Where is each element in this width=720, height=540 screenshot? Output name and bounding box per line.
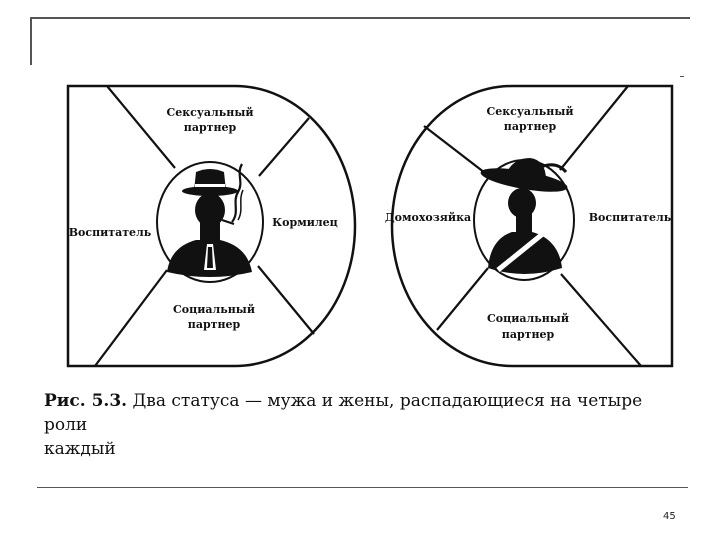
wife-right-role: Воспитатель	[589, 211, 672, 224]
husband-top-role-line2: партнер	[184, 121, 237, 134]
status-roles-diagram: Сексуальный партнер Воспитатель Кормилец…	[66, 84, 674, 368]
footer-divider	[37, 487, 688, 488]
figure-caption-text-line1: Два статуса — мужа и жены, распадающиеся…	[44, 391, 643, 435]
wife-silhouette-icon	[480, 158, 568, 274]
wife-status-figure: Сексуальный партнер Домохозяйка Воспитат…	[385, 84, 674, 368]
wife-divider-top-right	[559, 85, 629, 171]
husband-left-role: Воспитатель	[69, 226, 152, 239]
husband-divider-bottom-left	[94, 269, 168, 367]
slide-frame-tick	[680, 76, 684, 77]
wife-bottom-role-line1: Социальный	[487, 312, 569, 325]
husband-divider-bottom-right	[257, 265, 315, 335]
slide-frame-top-line	[30, 17, 690, 19]
wife-divider-top-left	[423, 125, 490, 177]
wife-bottom-role-line2: партнер	[502, 328, 555, 341]
husband-status-figure: Сексуальный партнер Воспитатель Кормилец…	[66, 84, 357, 368]
figure-caption: Рис. 5.3. Два статуса — мужа и жены, рас…	[44, 389, 684, 461]
husband-silhouette-icon	[167, 163, 252, 277]
figure-caption-text-line2: каждый	[44, 439, 116, 459]
figure-caption-label: Рис. 5.3.	[44, 391, 128, 411]
husband-divider-top-left	[106, 85, 176, 169]
husband-right-role: Кормилец	[272, 216, 338, 229]
page-number: 45	[663, 511, 676, 522]
husband-outer-shape	[66, 84, 357, 368]
wife-top-role-line1: Сексуальный	[486, 105, 573, 118]
wife-outer-shape	[390, 84, 674, 368]
husband-bottom-role-line2: партнер	[188, 318, 241, 331]
wife-left-role: Домохозяйка	[385, 211, 471, 224]
wife-divider-bottom-right	[560, 273, 642, 367]
husband-top-role-line1: Сексуальный	[166, 106, 253, 119]
husband-divider-top-right	[258, 117, 310, 177]
wife-divider-bottom-left	[436, 267, 489, 331]
husband-bottom-role-line1: Социальный	[173, 303, 255, 316]
slide-frame-left-line	[30, 17, 32, 65]
wife-top-role-line2: партнер	[504, 120, 557, 133]
